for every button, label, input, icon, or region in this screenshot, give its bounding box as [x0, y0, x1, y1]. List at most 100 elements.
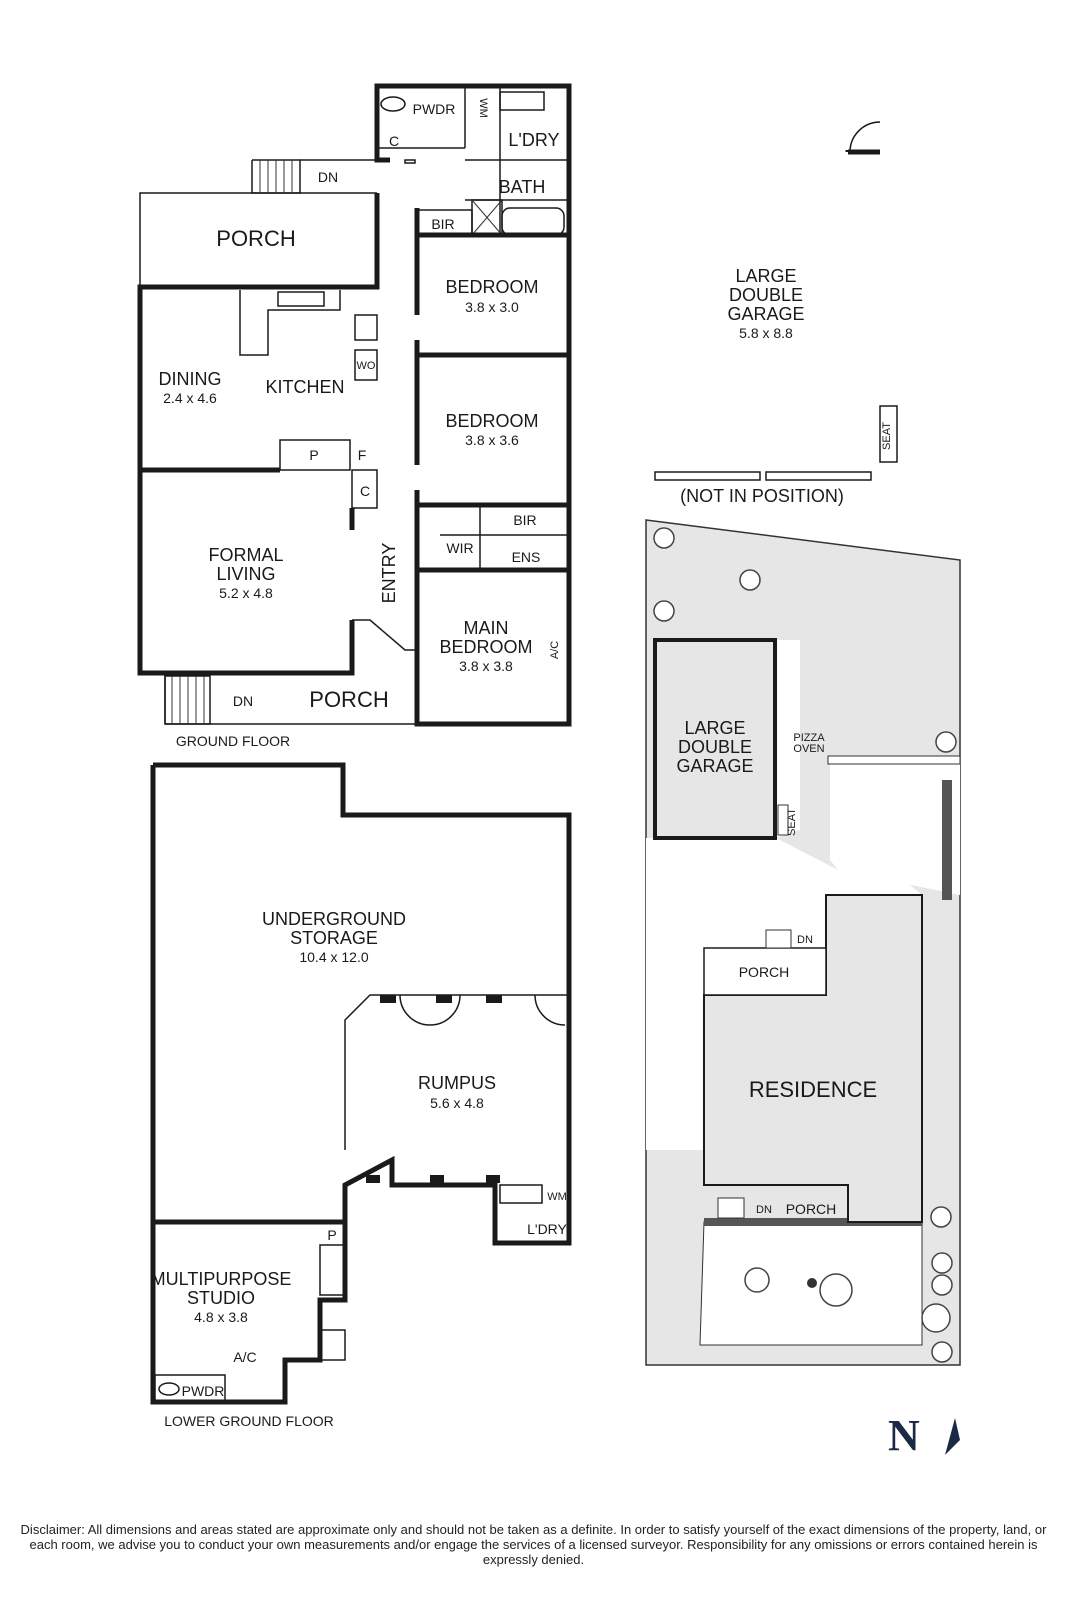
label-bedroom-dim: 3.8 x 3.0 [465, 299, 519, 315]
tree-icon [931, 1274, 953, 1296]
tree-icon [739, 569, 761, 591]
lower-ground-floor: UNDERGROUND STORAGE 10.4 x 12.0 RUMPUS 5… [150, 762, 572, 1429]
door-swing [399, 994, 566, 1026]
stove [354, 314, 378, 341]
bathtub [501, 207, 565, 236]
label-large: LARGE [735, 266, 796, 286]
wall [137, 193, 380, 676]
label-main-bedroom: BEDROOM [439, 637, 532, 657]
label-wo: WO [357, 360, 376, 372]
garage-plan: LARGE DOUBLE GARAGE 5.8 x 8.8 SEAT (NOT … [654, 121, 898, 506]
label-storage: STORAGE [290, 928, 378, 948]
label-kitchen: KITCHEN [265, 377, 344, 397]
label-dining-dim: 2.4 x 4.6 [163, 390, 217, 406]
column [486, 995, 502, 1003]
stairs [717, 1197, 745, 1219]
label-seat: SEAT [881, 422, 893, 450]
fence [827, 755, 961, 765]
label-garage: GARAGE [676, 756, 753, 776]
ground-floor-title: GROUND FLOOR [176, 733, 290, 749]
seat [777, 804, 789, 836]
north-arrow: N [888, 1411, 960, 1460]
tree-icon [930, 1206, 952, 1228]
label-storage-dim: 10.4 x 12.0 [299, 949, 368, 965]
tree-icon [744, 1267, 770, 1293]
shrub-icon [807, 1278, 817, 1288]
site-plan: LARGE DOUBLE GARAGE SEAT PIZZA OVEN PORC… [645, 519, 961, 1366]
label-laundry: L'DRY [508, 130, 559, 150]
tree-icon [935, 731, 957, 753]
label-p: P [327, 1227, 336, 1243]
label-pwdr: PWDR [182, 1383, 225, 1399]
column [486, 1175, 500, 1183]
label-living-dim: 5.2 x 4.8 [219, 585, 273, 601]
tree-icon [653, 600, 675, 622]
label-wm: WM [477, 98, 489, 118]
laundry-trough [499, 1184, 543, 1204]
stairs-top [251, 159, 301, 194]
label-main: MAIN [464, 618, 509, 638]
label-dining: DINING [159, 369, 222, 389]
label-residence: RESIDENCE [749, 1077, 877, 1102]
garage-door [654, 471, 761, 481]
label-double: DOUBLE [678, 737, 752, 757]
laundry-trough [499, 91, 545, 111]
site-porch [703, 947, 827, 996]
label-ac: A/C [549, 641, 561, 659]
stairs [765, 929, 792, 949]
label-porch: PORCH [309, 687, 388, 712]
label-garage-dim: 5.8 x 8.8 [739, 325, 793, 341]
label-dn: DN [797, 934, 813, 946]
label-pwdr: PWDR [413, 101, 456, 117]
label-garage: GARAGE [727, 304, 804, 324]
label-dn: DN [233, 693, 253, 709]
garage-door [765, 471, 872, 481]
label-rumpus: RUMPUS [418, 1073, 496, 1093]
label-wm: WM [547, 1191, 567, 1203]
coat-cupboard [351, 469, 378, 509]
rumpus-wall [344, 994, 569, 1150]
label-f: F [358, 447, 367, 463]
label-rumpus-dim: 5.6 x 4.8 [430, 1095, 484, 1111]
label-p: P [309, 447, 318, 463]
label-porch: PORCH [739, 964, 790, 980]
column [380, 995, 396, 1003]
north-label: N [888, 1411, 920, 1460]
label-c: C [389, 133, 399, 149]
north-arrow-icon [945, 1418, 960, 1455]
label-formal: FORMAL [208, 545, 283, 565]
cooktop [319, 1244, 346, 1296]
wall [404, 159, 416, 164]
label-underground: UNDERGROUND [262, 909, 406, 929]
hedge [942, 780, 952, 900]
label-c: C [360, 483, 370, 499]
tree-icon [931, 1252, 953, 1274]
path [776, 640, 960, 895]
label-large: LARGE [684, 718, 745, 738]
label-wir: WIR [446, 540, 473, 556]
stairs-bottom [164, 675, 211, 725]
disclaimer: Disclaimer: All dimensions and areas sta… [20, 1522, 1047, 1567]
site-garage [653, 638, 777, 840]
yard [646, 838, 922, 1150]
label-dn: DN [756, 1204, 772, 1216]
column [430, 1175, 444, 1183]
kitchen-bench [239, 290, 341, 356]
seat [879, 405, 898, 463]
label-oven: OVEN [793, 743, 824, 755]
entry-door [352, 619, 417, 651]
label-dn: DN [318, 169, 338, 185]
label-living: LIVING [216, 564, 275, 584]
shower-mark [471, 199, 503, 236]
label-main-bedroom-dim: 3.8 x 3.8 [459, 658, 513, 674]
cooktop [277, 291, 325, 307]
label-porch: PORCH [216, 226, 295, 251]
pwdr [154, 1374, 226, 1403]
label-bedroom-dim: 3.8 x 3.6 [465, 432, 519, 448]
pantry [279, 439, 351, 471]
garage-door-swing [849, 121, 881, 153]
tree-icon [653, 527, 675, 549]
trees [653, 527, 957, 1363]
label-double: DOUBLE [729, 285, 803, 305]
